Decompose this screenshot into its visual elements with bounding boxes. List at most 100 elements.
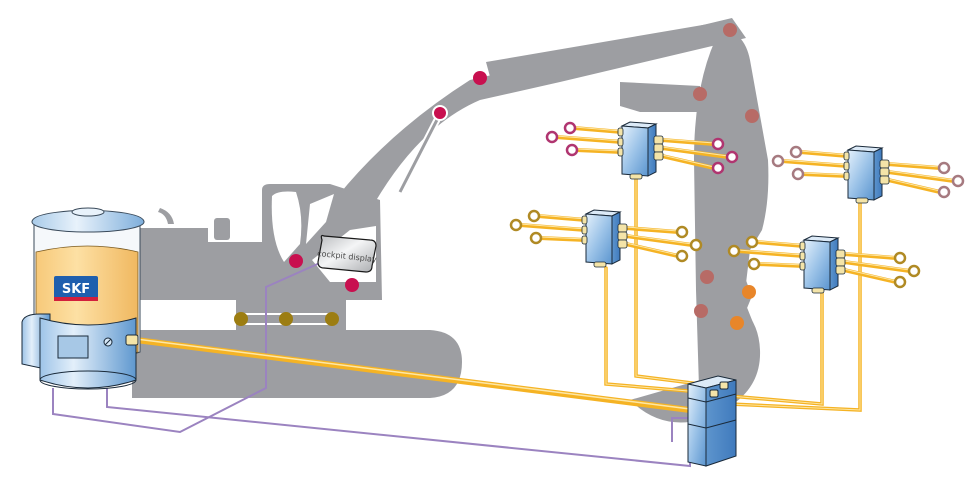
- boom-distributor: [545, 121, 739, 180]
- lube-line: [625, 226, 679, 234]
- feed-line-boom: [634, 174, 702, 386]
- wire-main-distributor-loop: [671, 417, 690, 442]
- lube-point-arm-mid: [693, 87, 707, 101]
- distributor-outlet: [879, 167, 890, 177]
- lube-line: [661, 138, 715, 146]
- distributor-outlet: [617, 223, 628, 233]
- lube-point-bucket-orange-1: [742, 285, 756, 299]
- lube-point-ring: [727, 244, 741, 258]
- distributor-feed-fitting: [629, 173, 643, 180]
- lube-point-ring: [745, 235, 759, 249]
- distributor-outlet: [879, 175, 890, 185]
- cockpit-display[interactable]: cockpit display: [317, 234, 378, 273]
- distributor-inlet: [843, 171, 850, 181]
- lube-point-ring: [689, 238, 703, 252]
- lube-point-ring: [937, 161, 951, 175]
- lube-point-ring: [893, 275, 907, 289]
- distributor-inlet: [581, 225, 588, 235]
- pump-display-window: [57, 335, 89, 359]
- stick-distributor-left: [509, 209, 703, 268]
- distributor-inlet: [799, 251, 806, 261]
- excavator-silhouette: [132, 18, 769, 423]
- lube-line: [537, 214, 587, 222]
- skf-logo-text: SKF: [62, 282, 90, 297]
- distributor-inlet: [799, 241, 806, 251]
- lube-point-ring: [527, 209, 541, 223]
- lube-point-ring: [791, 167, 805, 181]
- bucket-distributor-lower: [727, 235, 921, 294]
- distributor-feed-fitting: [811, 287, 825, 294]
- lube-point-track-2: [279, 312, 293, 326]
- distributor-body: [847, 149, 875, 201]
- distributor-inlet: [617, 127, 624, 137]
- lube-point-ring: [509, 218, 523, 232]
- lube-point-track-1: [234, 312, 248, 326]
- excavator-boom: [300, 18, 746, 250]
- lube-lines: [133, 174, 862, 413]
- lube-point-ring: [545, 130, 559, 144]
- lube-line: [737, 249, 805, 258]
- arm-bracket: [620, 82, 704, 112]
- lube-point-ring: [711, 161, 725, 175]
- lube-line: [573, 126, 623, 134]
- boom-upper-beam: [486, 20, 736, 84]
- lube-point-ring: [529, 231, 543, 245]
- lube-point-arm-top: [723, 23, 737, 37]
- feed-line-stick-left: [604, 266, 702, 394]
- lube-line: [799, 150, 849, 158]
- distributor-outlet: [617, 231, 628, 241]
- distributor-blocks: [509, 121, 965, 294]
- distributor-outlet: [835, 257, 846, 267]
- lube-line: [625, 234, 693, 247]
- lube-point-ring: [747, 257, 761, 271]
- distributor-body: [585, 213, 613, 265]
- lube-point-cab-left: [289, 254, 303, 268]
- lube-point-ring: [565, 143, 579, 157]
- lube-line: [539, 236, 587, 242]
- distributor-outlet: [653, 143, 664, 153]
- distributor-inlet: [617, 147, 624, 157]
- lube-line: [519, 223, 587, 232]
- wire-pump-to-display: [52, 261, 323, 434]
- bucket-link: [705, 270, 752, 330]
- lube-line: [801, 172, 849, 178]
- bucket-distributor-upper: [771, 145, 965, 204]
- pump-outlet-fitting: [125, 334, 139, 346]
- lube-point-boom-mid: [473, 71, 487, 85]
- lube-line: [781, 159, 849, 168]
- distributor-body: [803, 239, 831, 291]
- lube-point-bucket-orange-2: [730, 316, 744, 330]
- lube-point-ring: [893, 251, 907, 265]
- lube-line: [661, 146, 729, 159]
- main-distributor-outlet-1: [719, 381, 729, 390]
- lube-point-arm-right: [745, 109, 759, 123]
- distributor-inlet: [581, 215, 588, 225]
- lube-point-bucket-link-2: [694, 304, 708, 318]
- lube-point-ring: [675, 249, 689, 263]
- lube-point-ring: [563, 121, 577, 135]
- boom-cylinder: [396, 110, 444, 196]
- distributor-feed-fitting: [593, 261, 607, 268]
- engine-hood-handle: [158, 208, 174, 224]
- lube-line: [843, 252, 897, 260]
- lube-line: [575, 148, 623, 154]
- distributor-outlet: [879, 159, 890, 169]
- exhaust-stack: [214, 218, 230, 240]
- distributor-inlet: [617, 137, 624, 147]
- distributor-inlet: [843, 161, 850, 171]
- lube-line: [555, 135, 623, 144]
- main-distributor: [687, 375, 737, 467]
- excavator-track: [132, 330, 462, 398]
- lube-point-track-3: [325, 312, 339, 326]
- lube-line: [757, 262, 805, 268]
- distributor-outlet: [835, 265, 846, 275]
- distributor-outlet: [653, 135, 664, 145]
- lubrication-pump: SKF: [21, 207, 145, 390]
- lube-points: [234, 23, 759, 330]
- lube-point-ring: [771, 154, 785, 168]
- lube-point-ring: [907, 264, 921, 278]
- lube-line: [755, 240, 805, 248]
- lube-point-boom-cylinder-top: [432, 105, 448, 121]
- distributor-inlet: [581, 235, 588, 245]
